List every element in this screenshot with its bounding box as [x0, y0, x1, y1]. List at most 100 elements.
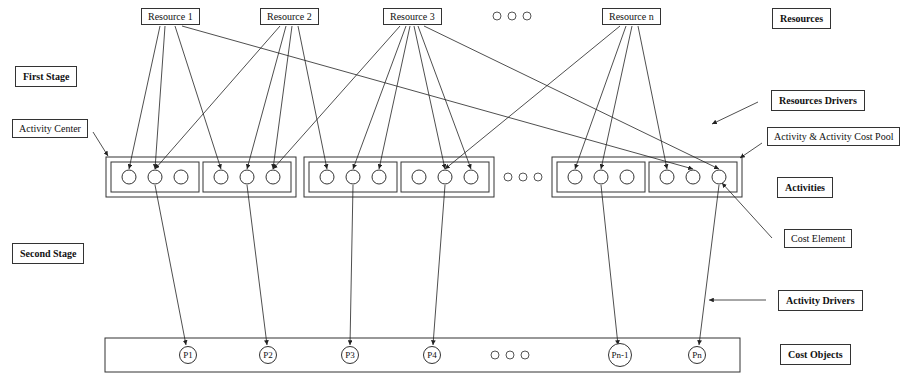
callout-box: Activity Center: [12, 119, 88, 138]
node-label: Resource 1: [148, 11, 193, 22]
ellipsis-dot: [491, 351, 499, 359]
resource-driver-arrow: [414, 26, 445, 169]
activity-driver-arrows: [155, 185, 719, 345]
cost-pool-box: [649, 162, 737, 192]
ellipsis-dot: [504, 173, 512, 181]
ellipsis-dot: [519, 173, 527, 181]
cost-element: [266, 170, 280, 184]
activity-driver-arrow: [433, 185, 445, 345]
node-label: Cost Element: [791, 233, 845, 244]
legend-label-box: Resources Drivers: [771, 90, 865, 111]
ellipsis-dot: [493, 12, 501, 20]
resource-driver-arrow: [298, 26, 327, 169]
callout-arrow: [740, 143, 762, 158]
cost-element: [412, 170, 426, 184]
resource-driver-arrows: [129, 26, 719, 169]
stage-box: First Stage: [15, 66, 77, 87]
resource-driver-arrow: [182, 26, 693, 169]
cost-object-circle: Pn: [688, 346, 706, 364]
resource-driver-arrow: [379, 26, 410, 169]
resource-box: Resource 1: [141, 8, 200, 25]
node-label: Activity Center: [19, 123, 81, 134]
node-label: Second Stage: [20, 248, 76, 259]
cost-element: [174, 170, 188, 184]
cost-object-circle: Pn-1: [608, 343, 632, 367]
callout-arrow: [722, 183, 772, 238]
resource-driver-arrow: [129, 26, 160, 169]
stage-box: Second Stage: [12, 243, 84, 264]
node-label: Pn-1: [611, 350, 628, 360]
cost-object-circle: P4: [423, 346, 441, 364]
cost-element: [214, 170, 228, 184]
resource-driver-arrow: [247, 26, 286, 169]
activity-driver-arrow: [350, 185, 353, 345]
activity-center-box: [304, 157, 494, 197]
legend-label-box: Activity Drivers: [778, 290, 863, 311]
node-label: Pn: [692, 350, 702, 360]
resource-box: Resource 3: [383, 8, 442, 25]
cost-element: [122, 170, 136, 184]
ellipsis-dot: [506, 351, 514, 359]
ellipsis-dot: [521, 351, 529, 359]
cost-element: [660, 170, 674, 184]
cost-object-band: [105, 338, 740, 372]
resource-driver-arrow: [445, 26, 620, 169]
ellipsis-dot: [523, 12, 531, 20]
resource-driver-arrow: [155, 26, 280, 169]
resource-driver-arrow: [575, 26, 626, 169]
node-label: P2: [263, 350, 273, 360]
cost-object-circle: P3: [341, 346, 359, 364]
cost-element: [438, 170, 452, 184]
legend-label-box: Activities: [777, 177, 833, 198]
resource-driver-arrow: [638, 26, 667, 169]
resource-driver-arrow: [273, 26, 400, 169]
ellipsis-dots: [491, 12, 542, 359]
resource-box: Resource n: [602, 8, 661, 25]
cost-element: [240, 170, 254, 184]
resource-driver-arrow: [155, 26, 165, 169]
cost-element: [464, 170, 478, 184]
node-label: Cost Objects: [788, 349, 843, 360]
activity-driver-arrow: [699, 185, 719, 345]
resource-driver-arrow: [353, 26, 406, 169]
node-label: Activity & Activity Cost Pool: [774, 131, 893, 142]
node-label: Resource n: [609, 11, 654, 22]
activity-center-box: [106, 157, 296, 197]
cost-element: [594, 170, 608, 184]
resource-driver-arrow: [175, 26, 221, 169]
activity-center-box: [552, 157, 742, 197]
node-label: Activity Drivers: [786, 295, 855, 306]
node-label: Resource 3: [390, 11, 435, 22]
cost-elements: [122, 170, 726, 184]
callout-arrow: [93, 132, 108, 156]
cost-element: [320, 170, 334, 184]
resource-driver-arrow: [273, 26, 292, 169]
cost-object-circle: P2: [259, 346, 277, 364]
callout-box: Activity & Activity Cost Pool: [767, 127, 900, 146]
cost-element: [712, 170, 726, 184]
callout-arrow: [712, 102, 758, 124]
node-label: Resource 2: [267, 11, 312, 22]
cost-element: [372, 170, 386, 184]
resource-driver-arrow: [601, 26, 632, 169]
node-label: P4: [427, 350, 437, 360]
node-label: Resources Drivers: [779, 95, 857, 106]
cost-element: [568, 170, 582, 184]
callout-box: Cost Element: [784, 229, 852, 248]
activity-driver-arrow: [247, 185, 267, 345]
activity-groups: [105, 157, 742, 372]
node-label: First Stage: [23, 71, 69, 82]
callout-arrows: [93, 102, 772, 300]
node-label: Activities: [785, 182, 825, 193]
ellipsis-dot: [534, 173, 542, 181]
activity-driver-arrow: [155, 185, 186, 345]
cost-element: [686, 170, 700, 184]
resource-driver-arrow: [418, 26, 471, 169]
cost-object-circle: P1: [179, 346, 197, 364]
legend-label-box: Resources: [772, 8, 831, 29]
legend-label-box: Cost Objects: [780, 344, 851, 365]
activity-driver-arrow: [601, 185, 618, 345]
